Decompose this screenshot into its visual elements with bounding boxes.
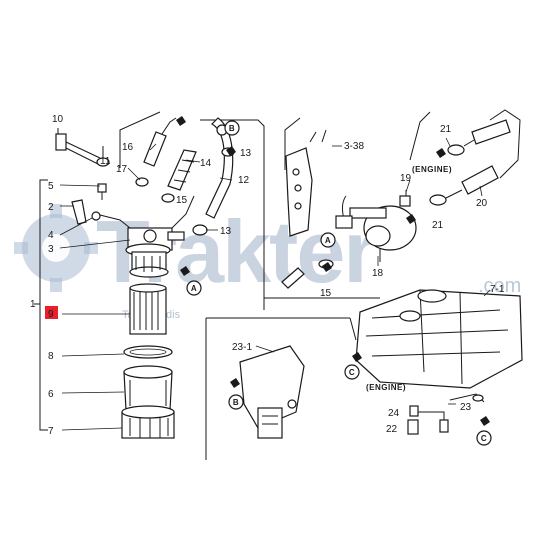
callout-13b: 13 [220,226,232,237]
callout-1: 1 [30,299,36,310]
callout-11: 11 [100,156,111,167]
ref-mark-c-2: C [476,430,492,446]
callout-23-1: 23-1 [232,342,252,353]
callout-3-38: 3-38 [344,141,364,152]
callout-19: 19 [400,173,412,184]
ref-mark-a-1: A [186,280,202,296]
svg-text:C: C [481,434,487,443]
filter-element-9 [129,283,167,335]
part-2-lever [71,199,101,225]
callout-23: 23 [460,402,472,413]
callout-6: 6 [48,389,54,400]
part-10-bolt [55,128,101,165]
svg-text:B: B [233,398,239,407]
engine-label-lower: (ENGINE) [366,383,406,392]
svg-text:A: A [191,284,197,293]
connector-marks [176,116,490,426]
callout-14: 14 [200,158,212,169]
part-17-clamp [135,177,149,187]
part-19-fitting [399,190,411,207]
svg-text:C: C [349,368,355,377]
part-5-screw [97,183,107,200]
callout-21b: 21 [432,220,444,231]
callout-2: 2 [48,202,54,213]
ring-nut-7 [121,405,175,439]
callout-3: 3 [48,244,54,255]
callout-5: 5 [48,181,54,192]
callout-15a: 15 [176,195,188,206]
callout-13a: 13 [240,148,252,159]
left-bracket [34,179,48,431]
callout-numbers: 10 11 5 2 4 3 1 9 8 6 7 16 17 14 15 13 1… [30,114,505,437]
callout-8: 8 [48,351,54,362]
callout-21a: 21 [440,124,452,135]
callout-4: 4 [48,230,54,241]
svg-text:B: B [229,124,235,133]
tank-leader [349,317,357,341]
callout-9: 9 [48,309,54,320]
callout-22: 22 [386,424,398,435]
sender-group [407,393,485,435]
callout-15b: 15 [320,288,332,299]
bracket-23-1 [239,345,305,439]
part-20-hose [429,165,499,206]
callout-17: 17 [116,164,128,175]
fuel-tank-7-1 [355,289,523,389]
callout-18: 18 [372,268,384,279]
ref-mark-c-1: C [344,364,360,380]
callout-7-1: 7-1 [490,284,505,295]
fuel-pump-18 [335,195,417,262]
callout-20: 20 [476,198,488,209]
gear-icon [14,204,98,292]
frame-lines [119,109,521,460]
ref-mark-b-1: B [224,120,240,136]
part-16-hose [143,117,177,167]
part-15-clamp [161,193,175,203]
ref-mark-a-2: A [320,232,336,248]
svg-text:A: A [325,236,331,245]
o-ring-8 [123,345,173,359]
callout-10: 10 [52,114,64,125]
part-11-washer [96,146,110,167]
watermark: Trakter .com Tagtalenidis [14,202,521,321]
callout-7: 7 [48,426,54,437]
bowl-6 [123,365,173,411]
callout-12: 12 [238,175,250,186]
engine-label-upper: (ENGINE) [412,165,452,174]
filter-head [95,195,195,278]
highlight-marker [45,306,58,319]
callout-16: 16 [122,142,134,153]
callout-24: 24 [388,408,400,419]
ref-mark-b-2: B [228,394,244,410]
part-14-hose [167,149,197,191]
part-21-hose-upper [447,119,511,156]
leader-lines [59,137,491,431]
bracket-3-38 [285,129,327,237]
